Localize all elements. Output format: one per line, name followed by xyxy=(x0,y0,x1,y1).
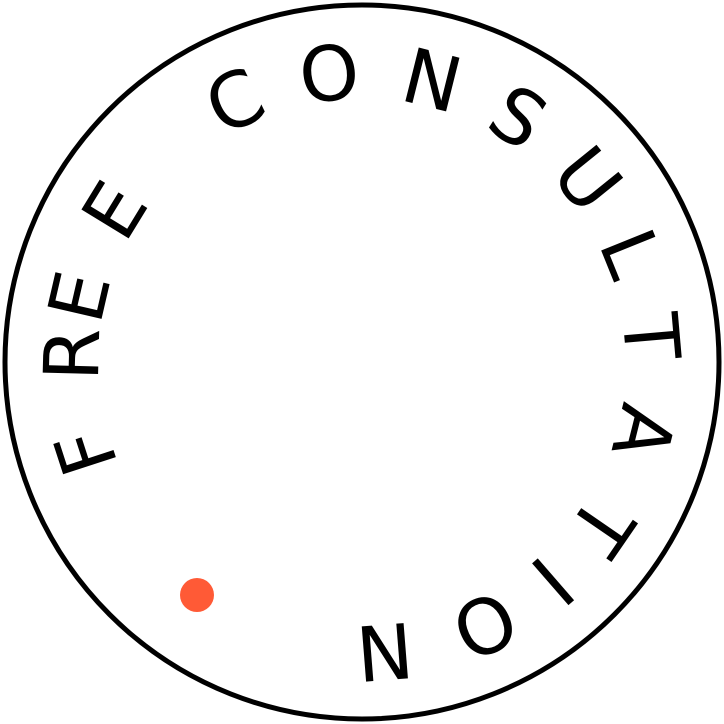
badge-letter: T xyxy=(551,481,652,571)
badge-letter: U xyxy=(535,130,639,229)
badge-letter: A xyxy=(594,396,693,468)
badge-letter: F xyxy=(37,417,135,486)
badge-letter: N xyxy=(394,31,471,131)
badge-letter: O xyxy=(294,26,364,121)
accent-dot xyxy=(180,578,214,612)
badge-letter: E xyxy=(64,167,165,254)
badge-letter: O xyxy=(439,572,531,678)
badge-letter: N xyxy=(353,605,417,698)
badge-letter: C xyxy=(192,50,279,153)
badge-letter: T xyxy=(604,309,697,365)
badge-letter: R xyxy=(27,327,117,382)
badge-letter: S xyxy=(474,67,563,168)
badge-letter: L xyxy=(582,217,680,290)
badge-letter: E xyxy=(31,263,129,330)
badge-letter: I xyxy=(515,540,590,622)
